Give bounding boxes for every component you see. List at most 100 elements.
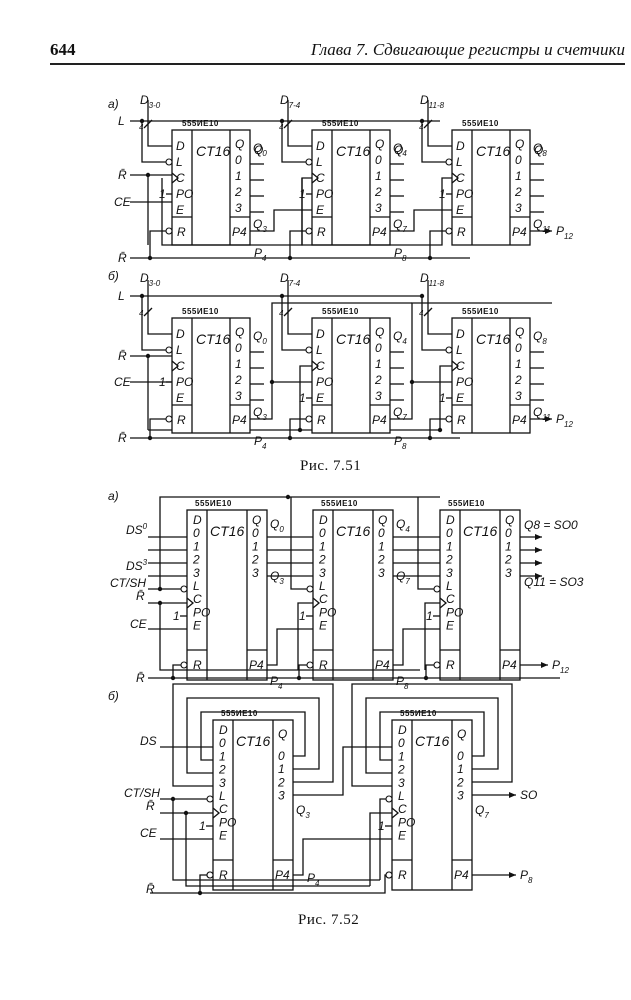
carry-label: P8 [394, 246, 407, 263]
bus-slash [423, 119, 433, 129]
clock-wire [439, 365, 452, 430]
chip-pin-label: 3 [505, 566, 512, 580]
chip-pin-label: 2 [397, 763, 405, 777]
chip-pin-label: Q [375, 325, 384, 339]
signal-clock-label: R̄ [146, 799, 155, 813]
shift-wire [293, 746, 392, 796]
chip-pin-label: 1 [375, 357, 382, 371]
chip-pin-label: 3 [278, 789, 285, 803]
chip-pin-label: E [176, 203, 185, 217]
chip-pin-label: R [457, 413, 466, 427]
subfigure-label: а) [108, 97, 119, 111]
chip-pin-label: C [176, 359, 185, 373]
header-rule [50, 63, 625, 65]
page-number: 644 [50, 40, 76, 59]
chip-pin-label: L [193, 579, 200, 593]
signal-CE-label: CE [114, 375, 132, 389]
reset-line [429, 418, 446, 438]
carry-label: P8 [394, 434, 407, 451]
const-one-label: 1 [173, 609, 180, 623]
chip-pin-label: D [193, 513, 202, 527]
junction-dot [147, 255, 153, 261]
junction-dot [157, 600, 163, 606]
L-line [421, 296, 449, 351]
const-one-label: 1 [439, 391, 446, 405]
carry-out-label: P12 [556, 224, 573, 241]
signal-reset-label: R̄ [118, 431, 127, 445]
chip-pin-label: PO [193, 605, 210, 619]
subfigure-label: б) [108, 269, 119, 283]
q-first-label: Q4 [393, 329, 407, 346]
bus-slash [143, 307, 153, 317]
chip-pin-label: 0 [375, 341, 382, 355]
chip-pin-label: R [457, 225, 466, 239]
chip-part-number: 555ИЕ10 [400, 709, 437, 718]
carry-out-label: P8 [520, 868, 533, 885]
feedback-loop [172, 683, 334, 787]
chip-part-number: 555ИЕ10 [321, 499, 358, 508]
chip-pin-label: C [456, 171, 465, 185]
junction-dot [437, 427, 443, 433]
chip-pin-label: Q [252, 513, 261, 527]
q-first-label: Q8 = SO0 [524, 518, 578, 532]
clock-input-triangle [451, 360, 460, 372]
chip-pin-label: 3 [235, 389, 242, 403]
junction-dot [297, 427, 303, 433]
chip-pin-label: 2 [234, 373, 242, 387]
chip-part-number: 555ИЕ10 [182, 119, 219, 128]
reset-line [298, 664, 307, 678]
chip-pin-label: D [176, 327, 185, 341]
chip-pin-label: PO [398, 815, 415, 829]
chip-pin-label: C [398, 802, 407, 816]
chip-pin-label: C [319, 592, 328, 606]
mode-select-label: CT/SH [124, 786, 160, 800]
feedback-loop [200, 711, 306, 761]
const-one-label: 1 [299, 391, 306, 405]
chip-pin-label: 1 [252, 539, 259, 553]
counter-chip [212, 719, 294, 891]
chip-pin-label: 0 [235, 341, 242, 355]
junction-dot [419, 118, 425, 124]
chip-pin-label: E [446, 619, 455, 633]
chip-function-label: CT16 [236, 733, 270, 749]
counter-chip [311, 129, 391, 246]
chip-part-number: 555ИЕ10 [322, 119, 359, 128]
carry-wire [293, 838, 392, 876]
inversion-bubble [445, 346, 453, 354]
chip-pin-label: 0 [375, 153, 382, 167]
junction-dot [287, 255, 293, 261]
signal-CE-label: CE [140, 826, 158, 840]
q-last-label: Q3 [270, 569, 284, 586]
chip-pin-label: 1 [457, 762, 464, 776]
q-first-label: Q0 [253, 329, 267, 346]
clock-wire [369, 812, 392, 886]
chip-pin-label: C [456, 359, 465, 373]
chip-pin-label: L [176, 155, 183, 169]
chip-pin-label: C [193, 592, 202, 606]
clock-input-triangle [212, 807, 221, 819]
chip-pin-label: 3 [252, 566, 259, 580]
chip-pin-label: C [176, 171, 185, 185]
chip-pin-label: PO [316, 187, 333, 201]
carry-out-label: P12 [552, 658, 569, 675]
chip-pin-label: 2 [374, 373, 382, 387]
inversion-bubble [306, 585, 314, 593]
clock-bus [159, 603, 420, 671]
carry-wire [250, 209, 312, 232]
chip-pin-label: C [316, 359, 325, 373]
clock-input-triangle [439, 597, 448, 609]
inversion-bubble [433, 585, 441, 593]
counter-chip [439, 509, 521, 681]
chip-pin-label: P4 [275, 868, 290, 882]
signal-CE-label: CE [114, 195, 132, 209]
chip-pin-label: PO [456, 187, 473, 201]
chip-pin-label: 3 [446, 566, 453, 580]
chip-pin-label: 0 [278, 749, 285, 763]
chip-pin-label: C [446, 592, 455, 606]
data-input-label: D3-0 [140, 271, 161, 288]
chip-pin-label: D [398, 723, 407, 737]
data-bus [147, 100, 172, 147]
clock-bus [185, 813, 370, 887]
chip-function-label: CT16 [336, 331, 370, 347]
